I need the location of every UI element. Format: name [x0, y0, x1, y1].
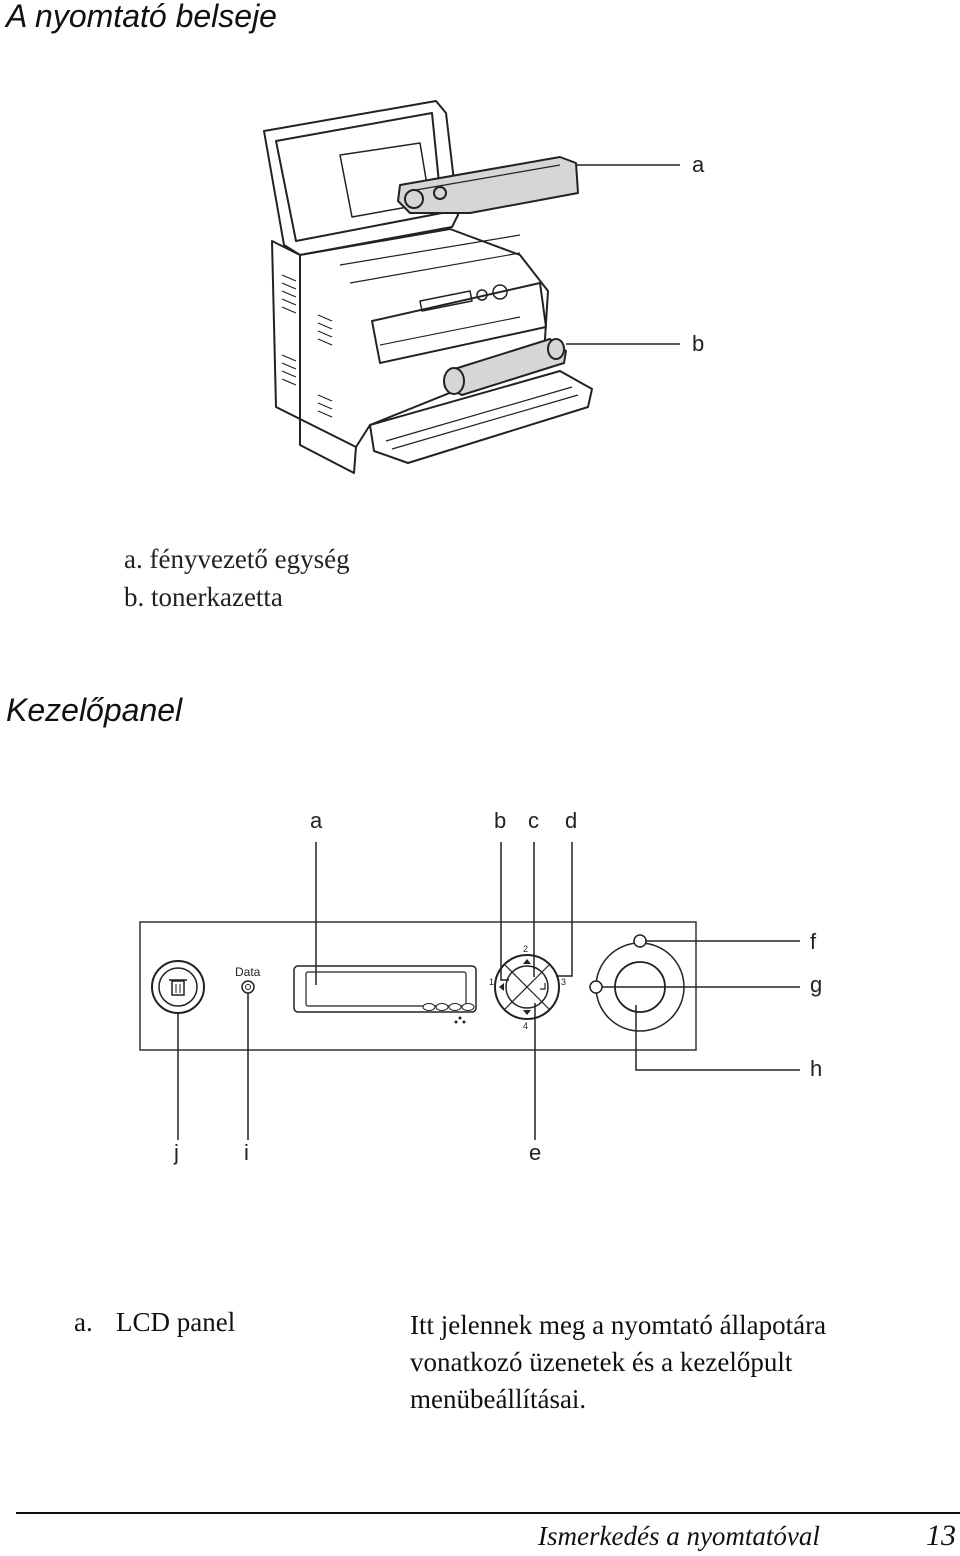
callout-g: g	[810, 972, 822, 997]
callout-h: h	[810, 1056, 822, 1081]
definition-term: LCD panel	[116, 1307, 236, 1337]
footer-chapter-title: Ismerkedés a nyomtatóval	[538, 1521, 820, 1551]
section-title-printer-interior: A nyomtató belseje	[6, 0, 277, 34]
key-label-up: 2	[523, 944, 528, 954]
callout-e: e	[529, 1140, 541, 1165]
callout-i: i	[244, 1140, 249, 1165]
callout-f: f	[810, 929, 817, 954]
legend-item-a: a. fényvezető egység	[124, 544, 350, 574]
footer-divider	[16, 1512, 960, 1514]
section-title-control-panel: Kezelőpanel	[6, 692, 183, 728]
callout-b: b	[494, 808, 506, 833]
lcd-indicator-lamps	[422, 1003, 475, 1011]
page-number: 13	[926, 1519, 956, 1552]
start-stop-led	[589, 980, 603, 994]
callout-d: d	[565, 808, 577, 833]
key-label-right: 3	[561, 977, 566, 987]
trash-icon	[169, 979, 187, 996]
toner-icon	[454, 1016, 466, 1024]
callout-a: a	[310, 808, 323, 833]
control-panel-diagram: Data 2 1 3 4	[139, 808, 822, 1165]
key-label-down: 4	[523, 1021, 528, 1031]
definition-text: Itt jelennek meg a nyomtató állapotára v…	[410, 1310, 827, 1414]
data-led-label: Data	[235, 965, 261, 979]
ready-led	[633, 934, 647, 948]
callout-a: a	[692, 152, 705, 177]
printer-interior-illustration: a b	[263, 100, 705, 474]
legend-item-b: b. tonerkazetta	[124, 582, 283, 612]
callout-j: j	[173, 1140, 179, 1165]
cancel-button	[151, 960, 205, 1014]
key-label-left: 1	[489, 977, 494, 987]
callout-b: b	[692, 331, 704, 356]
callout-c: c	[528, 808, 539, 833]
navigation-keypad	[494, 954, 560, 1020]
definition-letter: a.	[74, 1307, 93, 1337]
